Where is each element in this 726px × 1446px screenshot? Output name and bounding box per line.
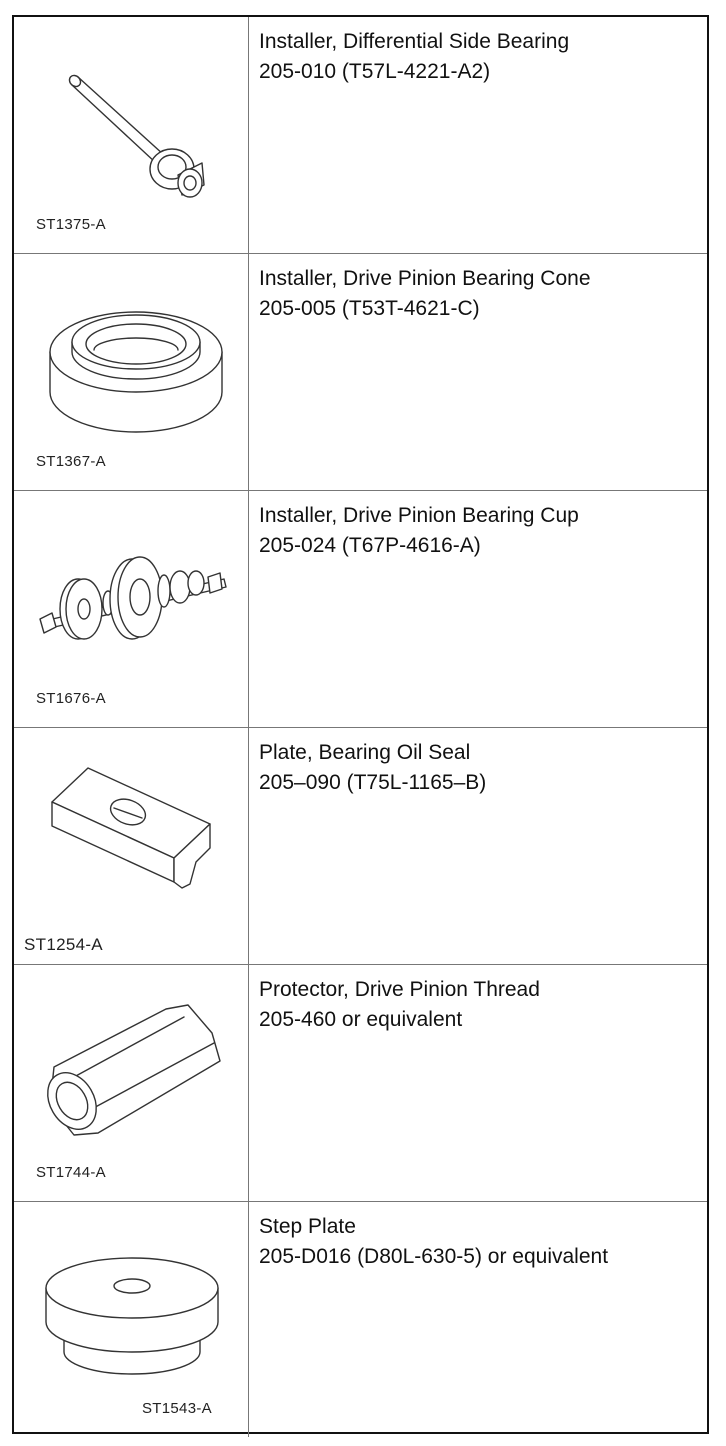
tool-illustration-cell: ST1254-A [14,728,249,964]
tool-description: Installer, Differential Side Bearing 205… [249,17,707,253]
tool-row: ST1367-A Installer, Drive Pinion Bearing… [14,254,707,491]
figure-code: ST1367-A [36,453,106,470]
tool-row: ST1744-A Protector, Drive Pinion Thread … [14,965,707,1202]
tool-illustration-cell: ST1543-A [14,1202,249,1437]
tool-illustration-cell: ST1744-A [14,965,249,1201]
tool-part-number: 205–090 (T75L-1165–B) [259,771,487,794]
tool-description: Installer, Drive Pinion Bearing Cone 205… [249,254,707,490]
bearing-cone-installer-icon [49,311,223,433]
tool-part-number: 205-D016 (D80L-630-5) or equivalent [259,1245,609,1268]
tool-illustration-cell: ST1676-A [14,491,249,727]
thread-protector-icon [47,1004,221,1136]
figure-code: ST1744-A [36,1164,106,1181]
tool-name: Installer, Drive Pinion Bearing Cone [259,267,591,290]
tool-part-number: 205-010 (T57L-4221-A2) [259,60,491,83]
tool-description: Installer, Drive Pinion Bearing Cup 205-… [249,491,707,727]
bearing-cup-installer-icon [39,556,227,640]
figure-code: ST1543-A [142,1400,212,1417]
tool-part-number: 205-460 or equivalent [259,1008,463,1031]
oil-seal-plate-icon [51,767,211,889]
tool-description: Plate, Bearing Oil Seal 205–090 (T75L-11… [249,728,707,964]
tool-row: ST1676-A Installer, Drive Pinion Bearing… [14,491,707,728]
tool-illustration-cell: ST1367-A [14,254,249,490]
tool-row: ST1375-A Installer, Differential Side Be… [14,17,707,254]
special-tools-table: ST1375-A Installer, Differential Side Be… [12,15,709,1437]
figure-code: ST1676-A [36,690,106,707]
figure-code: ST1375-A [36,216,106,233]
tool-row: ST1254-A Plate, Bearing Oil Seal 205–090… [14,728,707,965]
step-plate-icon [45,1257,219,1375]
tool-part-number: 205-024 (T67P-4616-A) [259,534,481,557]
tool-row: ST1543-A Step Plate 205-D016 (D80L-630-5… [14,1202,707,1437]
tool-name: Protector, Drive Pinion Thread [259,978,540,1001]
tool-illustration-cell: ST1375-A [14,17,249,253]
tool-name: Installer, Differential Side Bearing [259,30,570,53]
tool-name: Plate, Bearing Oil Seal [259,741,471,764]
tool-description: Protector, Drive Pinion Thread 205-460 o… [249,965,707,1201]
tool-name: Installer, Drive Pinion Bearing Cup [259,504,579,527]
tool-description: Step Plate 205-D016 (D80L-630-5) or equi… [249,1202,707,1437]
figure-code: ST1254-A [24,935,103,954]
tool-name: Step Plate [259,1215,356,1238]
tool-part-number: 205-005 (T53T-4621-C) [259,297,480,320]
differential-side-bearing-installer-icon [68,74,205,198]
